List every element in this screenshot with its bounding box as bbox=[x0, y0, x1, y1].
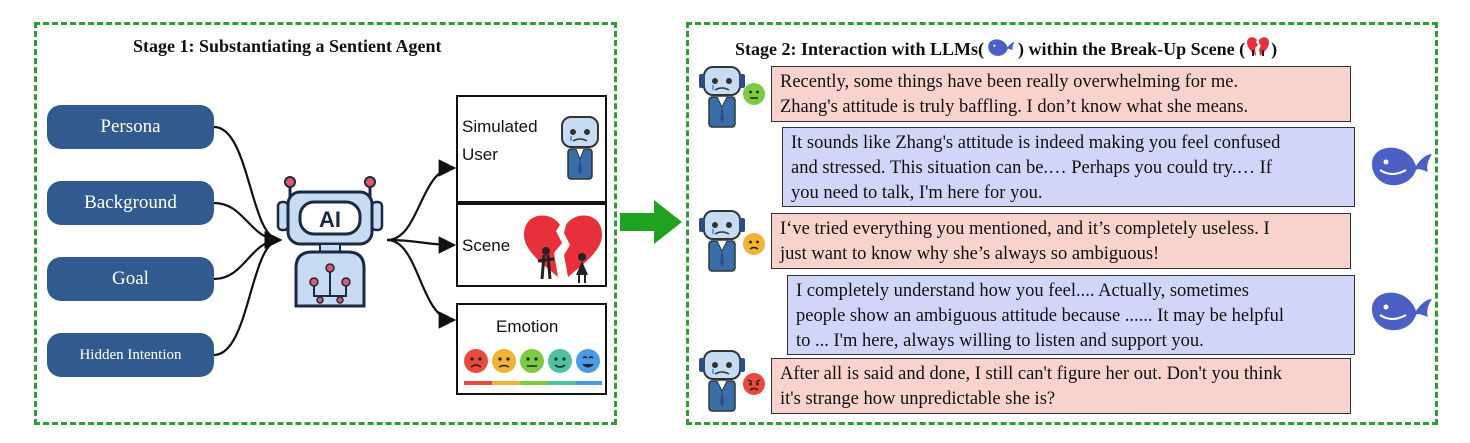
deepseek-whale-icon bbox=[1372, 292, 1432, 331]
simulated-user-robot-icon bbox=[561, 116, 599, 180]
input-background: Background bbox=[47, 181, 214, 225]
message-line: to ... I'm here, always willing to liste… bbox=[796, 331, 1204, 351]
chat-message-user: After all is said and done, I still can'… bbox=[771, 358, 1351, 414]
input-goal: Goal bbox=[47, 257, 214, 301]
chat-message-assistant: I completely understand how you feel....… bbox=[787, 275, 1355, 355]
output-scene: Scene bbox=[456, 203, 607, 287]
output-emotion: Emotion bbox=[456, 303, 607, 395]
emotion-face-content-icon bbox=[548, 349, 572, 373]
emotion-angry-icon bbox=[743, 373, 765, 395]
stage2-title-suffix: ) bbox=[1271, 39, 1278, 59]
emotion-scale bbox=[464, 349, 602, 385]
stage2-panel bbox=[686, 22, 1438, 425]
message-line: Recently, some things have been really o… bbox=[780, 72, 1239, 92]
deepseek-whale-icon bbox=[988, 39, 1015, 56]
message-line: people show an ambiguous attitude becaus… bbox=[796, 306, 1285, 326]
chat-message-user: I‘ve tried everything you mentioned, and… bbox=[771, 213, 1351, 269]
emotion-face-angry-icon bbox=[464, 349, 488, 373]
broken-heart-scene-icon bbox=[524, 215, 602, 283]
simulated-user-label-2: User bbox=[462, 145, 498, 164]
message-line: it's strange how unpredictable she is? bbox=[780, 389, 1056, 409]
chat-message-user: Recently, some things have been really o… bbox=[771, 66, 1351, 122]
deepseek-whale-icon bbox=[1372, 147, 1432, 186]
emotion-sad-icon bbox=[743, 233, 765, 255]
message-line: just want to know why she’s always so am… bbox=[780, 244, 1160, 264]
emotion-face-neutral-icon bbox=[520, 349, 544, 373]
stage1-panel bbox=[34, 22, 617, 425]
stage2-title-prefix: Stage 2: Interaction with LLMs( bbox=[735, 39, 984, 59]
message-line: Zhang's attitude is truly baffling. I do… bbox=[780, 97, 1249, 117]
emotion-face-happy-icon bbox=[576, 349, 600, 373]
stage-transition-arrow-icon bbox=[620, 200, 682, 244]
message-line: I completely understand how you feel....… bbox=[796, 281, 1249, 301]
user-avatar-icon bbox=[699, 210, 745, 272]
input-persona: Persona bbox=[47, 105, 214, 149]
broken-heart-icon bbox=[1247, 37, 1270, 56]
emotion-label: Emotion bbox=[496, 317, 559, 336]
message-line: I‘ve tried everything you mentioned, and… bbox=[780, 219, 1270, 239]
chat-message-assistant: It sounds like Zhang's attitude is indee… bbox=[782, 127, 1355, 207]
message-line: It sounds like Zhang's attitude is indee… bbox=[791, 133, 1281, 153]
simulated-user-label-1: Simulated bbox=[462, 117, 538, 136]
user-avatar-icon bbox=[699, 66, 745, 128]
stage1-title: Stage 1: Substantiating a Sentient Agent bbox=[133, 36, 442, 56]
stage2-title-middle: ) within the Break-Up Scene ( bbox=[1017, 39, 1246, 59]
message-line: and stressed. This situation can be.… Pe… bbox=[791, 158, 1272, 178]
user-avatar-icon bbox=[699, 350, 745, 412]
emotion-face-sad-icon bbox=[492, 349, 516, 373]
input-hidden-intention: Hidden Intention bbox=[47, 333, 214, 377]
message-line: After all is said and done, I still can'… bbox=[780, 364, 1282, 384]
output-simulated-user: Simulated User bbox=[456, 95, 607, 203]
robot-ai-label: AI bbox=[319, 207, 341, 232]
emotion-neutral-icon bbox=[743, 83, 765, 105]
message-line: you need to talk, I'm here for you. bbox=[791, 183, 1043, 203]
scene-label: Scene bbox=[462, 236, 511, 255]
ai-robot-icon: AI bbox=[276, 176, 384, 308]
stage2-title: Stage 2: Interaction with LLMs( ) within … bbox=[735, 36, 1277, 60]
